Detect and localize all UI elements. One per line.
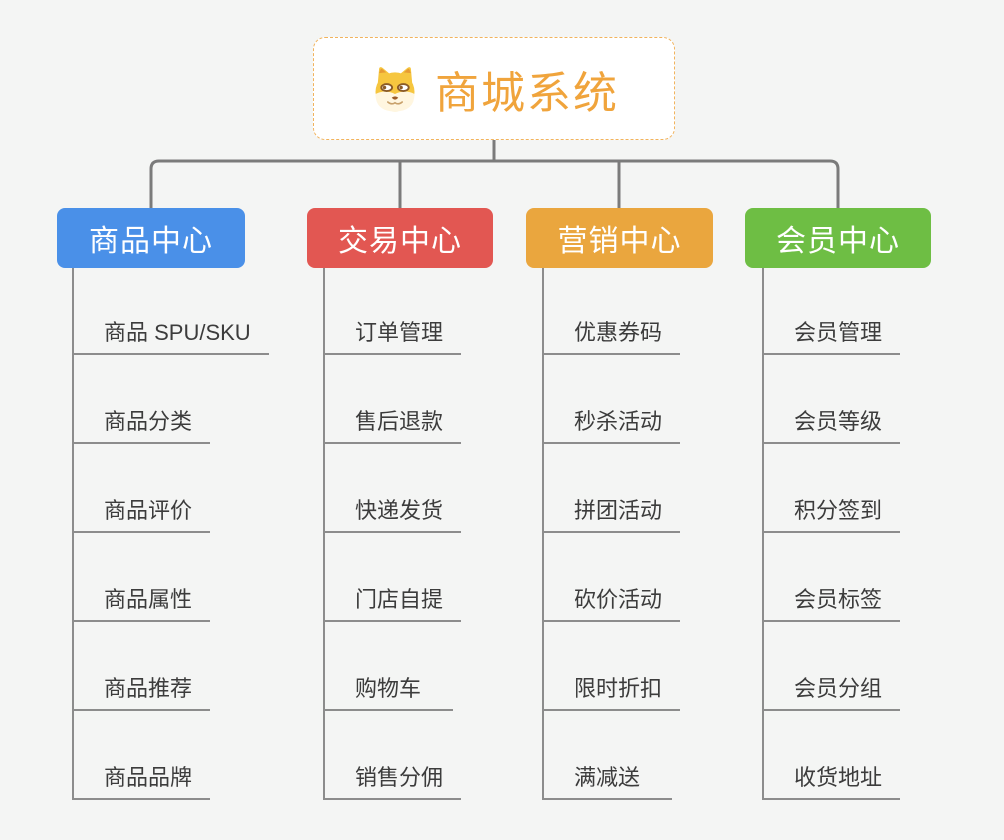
- branch-label: 交易中心: [338, 225, 462, 258]
- list-item[interactable]: 会员分组: [764, 622, 901, 711]
- shiba-dog-icon: [375, 66, 415, 111]
- list-item[interactable]: 满减送: [544, 711, 672, 800]
- list-item[interactable]: 商品 SPU/SKU: [74, 268, 269, 355]
- list-item[interactable]: 订单管理: [325, 268, 462, 355]
- branch-header-marketing-center[interactable]: 营销中心: [526, 208, 713, 268]
- root-node[interactable]: 商城系统: [313, 37, 675, 140]
- list-item[interactable]: 拼团活动: [544, 444, 681, 533]
- list-item[interactable]: 商品推荐: [74, 622, 211, 711]
- branch-list-marketing-center: 优惠券码 秒杀活动 拼团活动 砍价活动 限时折扣 满减送: [542, 268, 681, 800]
- list-item[interactable]: 优惠券码: [544, 268, 681, 355]
- list-item[interactable]: 商品分类: [74, 355, 211, 444]
- list-item[interactable]: 售后退款: [325, 355, 462, 444]
- branch-label: 会员中心: [776, 225, 900, 258]
- branch-label: 商品中心: [89, 225, 213, 258]
- branch-header-member-center[interactable]: 会员中心: [745, 208, 931, 268]
- list-item[interactable]: 门店自提: [325, 533, 462, 622]
- list-item[interactable]: 砍价活动: [544, 533, 681, 622]
- list-item[interactable]: 快递发货: [325, 444, 462, 533]
- list-item[interactable]: 商品评价: [74, 444, 211, 533]
- list-item[interactable]: 商品品牌: [74, 711, 211, 800]
- list-item[interactable]: 会员等级: [764, 355, 901, 444]
- root-title: 商城系统: [435, 68, 619, 118]
- list-item[interactable]: 会员管理: [764, 268, 901, 355]
- list-item[interactable]: 会员标签: [764, 533, 901, 622]
- branch-header-product-center[interactable]: 商品中心: [57, 208, 245, 268]
- branch-list-product-center: 商品 SPU/SKU 商品分类 商品评价 商品属性 商品推荐 商品品牌: [72, 268, 269, 800]
- branch-label: 营销中心: [557, 225, 682, 258]
- list-item[interactable]: 商品属性: [74, 533, 211, 622]
- list-item[interactable]: 收货地址: [764, 711, 901, 800]
- list-item[interactable]: 限时折扣: [544, 622, 681, 711]
- branch-list-trade-center: 订单管理 售后退款 快递发货 门店自提 购物车 销售分佣: [323, 268, 462, 800]
- list-item[interactable]: 秒杀活动: [544, 355, 681, 444]
- branch-list-member-center: 会员管理 会员等级 积分签到 会员标签 会员分组 收货地址: [762, 268, 901, 800]
- list-item[interactable]: 销售分佣: [325, 711, 462, 800]
- list-item[interactable]: 积分签到: [764, 444, 901, 533]
- branch-header-trade-center[interactable]: 交易中心: [307, 208, 493, 268]
- list-item[interactable]: 购物车: [325, 622, 453, 711]
